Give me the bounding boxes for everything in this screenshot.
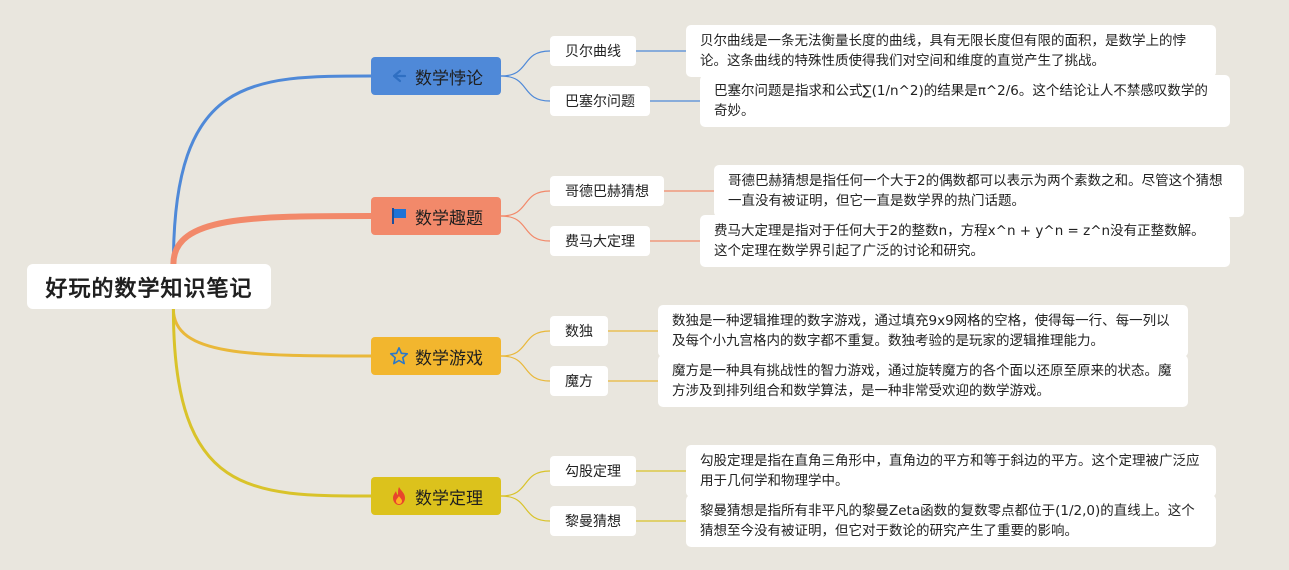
flag-icon	[389, 206, 409, 226]
leaf-label: 黎曼猜想	[565, 514, 621, 530]
branch-to-leaf-connector	[500, 50, 551, 77]
star-icon	[389, 346, 409, 366]
branch-node-math-paradox[interactable]: 数学悖论	[371, 57, 501, 95]
branch-node-math-games[interactable]: 数学游戏	[371, 337, 501, 375]
root-to-branch-connector	[171, 307, 373, 358]
branch-to-leaf-connector	[500, 190, 551, 217]
root-to-branch-connector	[171, 307, 373, 498]
leaf-node-sudoku[interactable]: 数独	[550, 316, 608, 346]
leaf-label: 费马大定理	[565, 234, 635, 250]
note-rubiks-cube: 魔方是一种具有挑战性的智力游戏，通过旋转魔方的各个面以还原至原来的状态。魔方涉及…	[658, 355, 1188, 407]
branch-node-math-puzzles[interactable]: 数学趣题	[371, 197, 501, 235]
leaf-node-goldbach[interactable]: 哥德巴赫猜想	[550, 176, 664, 206]
branch-to-leaf-connector	[500, 495, 551, 522]
note-pythagorean: 勾股定理是指在直角三角形中，直角边的平方和等于斜边的平方。这个定理被广泛应用于几…	[686, 445, 1216, 497]
leaf-node-fermat[interactable]: 费马大定理	[550, 226, 650, 256]
note-text: 哥德巴赫猜想是指任何一个大于2的偶数都可以表示为两个素数之和。尽管这个猜想一直没…	[728, 173, 1223, 209]
branch-label: 数学悖论	[415, 68, 483, 89]
leaf-node-riemann[interactable]: 黎曼猜想	[550, 506, 636, 536]
leaf-label: 贝尔曲线	[565, 44, 621, 60]
leaf-node-pythagorean[interactable]: 勾股定理	[550, 456, 636, 486]
note-text: 黎曼猜想是指所有非平凡的黎曼Zeta函数的复数零点都位于(1/2,0)的直线上。…	[700, 503, 1195, 539]
root-node[interactable]: 好玩的数学知识笔记	[27, 264, 271, 309]
note-text: 勾股定理是指在直角三角形中，直角边的平方和等于斜边的平方。这个定理被广泛应用于几…	[700, 453, 1200, 489]
note-text: 魔方是一种具有挑战性的智力游戏，通过旋转魔方的各个面以还原至原来的状态。魔方涉及…	[672, 363, 1172, 399]
leaf-node-bell-curve[interactable]: 贝尔曲线	[550, 36, 636, 66]
branch-label: 数学趣题	[415, 208, 483, 229]
root-to-branch-connector	[171, 74, 373, 266]
note-sudoku: 数独是一种逻辑推理的数字游戏，通过填充9x9网格的空格，使得每一行、每一列以及每…	[658, 305, 1188, 357]
leaf-label: 魔方	[565, 374, 593, 390]
note-text: 费马大定理是指对于任何大于2的整数n，方程x^n + y^n = z^n没有正整…	[714, 223, 1205, 259]
leaf-label: 巴塞尔问题	[565, 94, 635, 110]
branch-label: 数学定理	[415, 488, 483, 509]
branch-to-leaf-connector	[500, 470, 551, 497]
note-goldbach: 哥德巴赫猜想是指任何一个大于2的偶数都可以表示为两个素数之和。尽管这个猜想一直没…	[714, 165, 1244, 217]
note-text: 数独是一种逻辑推理的数字游戏，通过填充9x9网格的空格，使得每一行、每一列以及每…	[672, 313, 1170, 349]
note-riemann: 黎曼猜想是指所有非平凡的黎曼Zeta函数的复数零点都位于(1/2,0)的直线上。…	[686, 495, 1216, 547]
branch-label: 数学游戏	[415, 348, 483, 369]
leaf-node-basel-problem[interactable]: 巴塞尔问题	[550, 86, 650, 116]
leaf-label: 勾股定理	[565, 464, 621, 480]
note-bell-curve: 贝尔曲线是一条无法衡量长度的曲线，具有无限长度但有限的面积，是数学上的悖论。这条…	[686, 25, 1216, 77]
branch-to-leaf-connector	[500, 75, 551, 102]
leaf-node-rubiks-cube[interactable]: 魔方	[550, 366, 608, 396]
branch-to-leaf-connector	[500, 330, 551, 357]
root-title: 好玩的数学知识笔记	[45, 276, 253, 302]
root-to-branch-connector	[170, 213, 374, 267]
branch-to-leaf-connector	[500, 215, 551, 242]
fire-icon	[389, 486, 409, 506]
branch-node-math-theorems[interactable]: 数学定理	[371, 477, 501, 515]
back-arrow-icon	[389, 66, 409, 86]
note-basel-problem: 巴塞尔问题是指求和公式∑(1/n^2)的结果是π^2/6。这个结论让人不禁感叹数…	[700, 75, 1230, 127]
leaf-label: 数独	[565, 324, 593, 340]
branch-to-leaf-connector	[500, 355, 551, 382]
note-text: 巴塞尔问题是指求和公式∑(1/n^2)的结果是π^2/6。这个结论让人不禁感叹数…	[714, 83, 1208, 119]
note-text: 贝尔曲线是一条无法衡量长度的曲线，具有无限长度但有限的面积，是数学上的悖论。这条…	[700, 33, 1186, 69]
leaf-label: 哥德巴赫猜想	[565, 184, 649, 200]
note-fermat: 费马大定理是指对于任何大于2的整数n，方程x^n + y^n = z^n没有正整…	[700, 215, 1230, 267]
